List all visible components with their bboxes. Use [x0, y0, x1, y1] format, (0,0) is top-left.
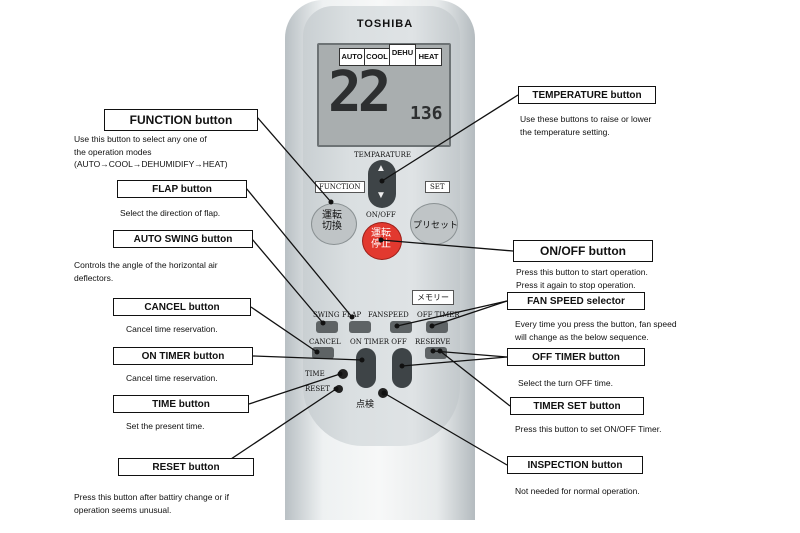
callout-auto-swing-desc: Controls the angle of the horizontal air…: [74, 259, 218, 284]
callout-time-desc: Set the present time.: [126, 420, 204, 433]
callout-timer-set-title: TIMER SET button: [510, 397, 644, 415]
callout-onoff-desc: Press this button to start operation. Pr…: [516, 266, 648, 291]
callout-temperature-desc: Use these buttons to raise or lower the …: [520, 113, 651, 138]
callout-on-timer-desc: Cancel time reservation.: [126, 372, 218, 385]
callout-fan-speed-desc: Every time you press the button, fan spe…: [515, 318, 677, 343]
callout-on-timer-title: ON TIMER button: [113, 347, 253, 365]
callout-inspection-title: INSPECTION button: [507, 456, 643, 474]
callout-flap-desc: Select the direction of flap.: [120, 207, 220, 220]
callout-function-desc: Use this button to select any one of the…: [74, 133, 228, 171]
callout-off-timer-desc: Select the turn OFF time.: [518, 377, 613, 390]
callout-onoff-title: ON/OFF button: [513, 240, 653, 262]
callout-flap-title: FLAP button: [117, 180, 247, 198]
callout-reset-title: RESET button: [118, 458, 254, 476]
callout-fan-speed-title: FAN SPEED selector: [507, 292, 645, 310]
callout-function-title: FUNCTION button: [104, 109, 258, 131]
callout-auto-swing-title: AUTO SWING button: [113, 230, 253, 248]
callout-timer-set-desc: Press this button to set ON/OFF Timer.: [515, 423, 661, 436]
callout-reset-desc: Press this button after battiry change o…: [74, 491, 229, 516]
callout-time-title: TIME button: [113, 395, 249, 413]
callout-temperature-title: TEMPERATURE button: [518, 86, 656, 104]
callout-cancel-desc: Cancel time reservation.: [126, 323, 218, 336]
callout-off-timer-title: OFF TIMER button: [507, 348, 645, 366]
callout-cancel-title: CANCEL button: [113, 298, 251, 316]
callout-inspection-desc: Not needed for normal operation.: [515, 485, 640, 498]
